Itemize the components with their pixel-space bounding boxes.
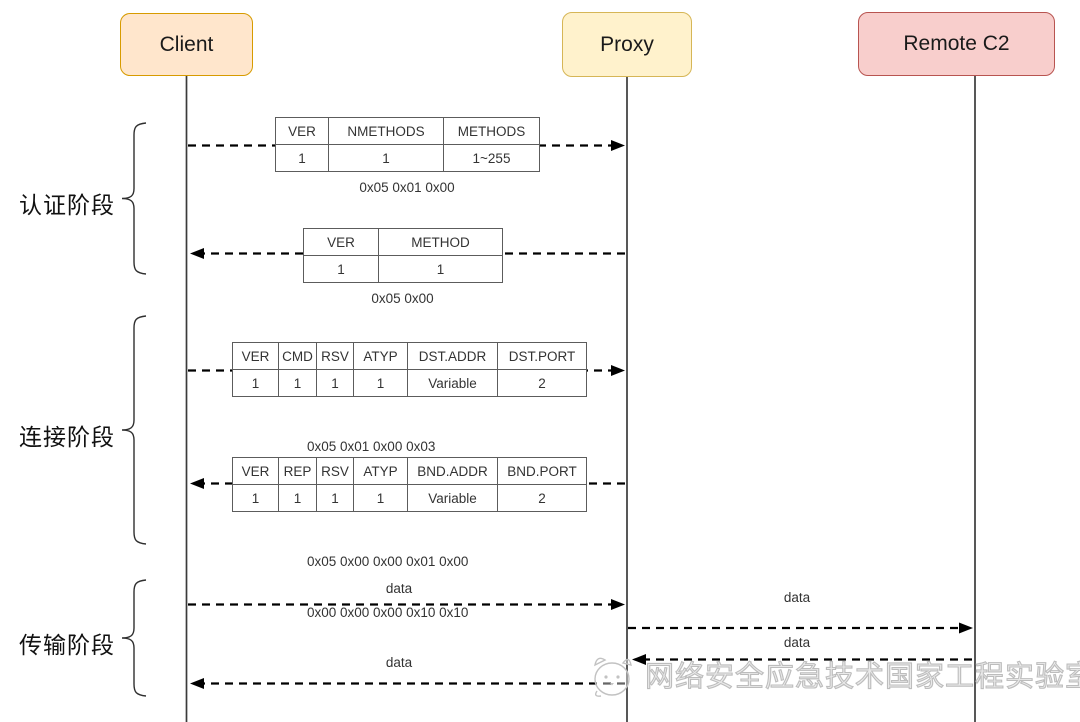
table-row: 1 1 1~255 — [275, 144, 540, 172]
field-size: 1 — [278, 369, 317, 397]
data-label-remote-to-proxy: data — [783, 635, 811, 650]
watermark-text: 网络安全应急技术国家工程实验室 — [644, 660, 1080, 693]
field-header: RSV — [316, 457, 354, 485]
auth-request-hex: 0x05 0x01 0x00 — [359, 180, 455, 195]
field-size: 1 — [275, 144, 329, 172]
field-size: 1 — [316, 484, 354, 512]
field-size: 1 — [378, 255, 503, 283]
table-row: 1 1 1 1 Variable 2 — [232, 484, 587, 512]
actor-remote-c2: Remote C2 — [858, 12, 1055, 76]
connect-reply-hex: 0x05 0x00 0x00 0x01 0x00 0x00 0x00 0x00 … — [307, 519, 468, 655]
phase-label-auth: 认证阶段 — [19, 192, 115, 218]
field-header: VER — [303, 228, 379, 256]
field-size: 1 — [303, 255, 379, 283]
data-label-client-to-proxy: data — [385, 581, 413, 596]
phase-label-transfer: 传输阶段 — [19, 632, 115, 658]
field-header: VER — [275, 117, 329, 145]
connect-reply-table: VER REP RSV ATYP BND.ADDR BND.PORT 1 1 1… — [232, 457, 587, 512]
field-size: Variable — [407, 369, 498, 397]
field-header: ATYP — [353, 342, 408, 370]
watermark-cat-logo-icon — [594, 657, 632, 697]
data-proxy-to-client-arrow — [190, 678, 625, 689]
field-header: VER — [232, 457, 279, 485]
actor-proxy: Proxy — [562, 12, 692, 77]
field-header: ATYP — [353, 457, 408, 485]
field-size: 1 — [353, 484, 408, 512]
data-label-proxy-to-client: data — [385, 655, 413, 670]
field-header: BND.ADDR — [407, 457, 498, 485]
actor-remote-c2-label: Remote C2 — [903, 32, 1010, 55]
field-size: 1 — [278, 484, 317, 512]
field-header: CMD — [278, 342, 317, 370]
watermark: 网络安全应急技术国家工程实验室 — [585, 652, 1080, 702]
field-size: 2 — [497, 369, 587, 397]
table-row: VER METHOD — [303, 228, 503, 256]
field-size: 1 — [232, 484, 279, 512]
field-size: 1 — [353, 369, 408, 397]
actor-proxy-label: Proxy — [600, 32, 654, 56]
field-header: RSV — [316, 342, 354, 370]
auth-request-table: VER NMETHODS METHODS 1 1 1~255 — [275, 117, 540, 172]
field-size: 1 — [232, 369, 279, 397]
hex-line: 0x05 0x00 0x00 0x01 0x00 — [307, 554, 469, 569]
phase-label-connect: 连接阶段 — [19, 424, 115, 450]
table-row: VER REP RSV ATYP BND.ADDR BND.PORT — [232, 457, 587, 485]
field-size: 2 — [497, 484, 587, 512]
actor-client: Client — [120, 13, 253, 76]
auth-reply-hex: 0x05 0x00 — [371, 291, 434, 306]
field-header: METHOD — [378, 228, 503, 256]
field-header: BND.PORT — [497, 457, 587, 485]
hex-line: 0x00 0x00 0x00 0x10 0x10 — [307, 605, 469, 620]
data-proxy-to-remote-arrow — [628, 622, 973, 634]
table-row: VER NMETHODS METHODS — [275, 117, 540, 145]
field-size: 1~255 — [443, 144, 540, 172]
hex-line: 0x05 0x01 0x00 0x03 — [307, 439, 436, 454]
field-header: VER — [232, 342, 279, 370]
auth-reply-table: VER METHOD 1 1 — [303, 228, 503, 283]
field-size: Variable — [407, 484, 498, 512]
field-header: REP — [278, 457, 317, 485]
field-header: DST.ADDR — [407, 342, 498, 370]
data-label-proxy-to-remote: data — [783, 590, 811, 605]
field-size: 1 — [316, 369, 354, 397]
table-row: 1 1 1 1 Variable 2 — [232, 369, 587, 397]
table-row: 1 1 — [303, 255, 503, 283]
field-size: 1 — [328, 144, 444, 172]
field-header: METHODS — [443, 117, 540, 145]
connect-request-table: VER CMD RSV ATYP DST.ADDR DST.PORT 1 1 1… — [232, 342, 587, 397]
field-header: NMETHODS — [328, 117, 444, 145]
field-header: DST.PORT — [497, 342, 587, 370]
actor-client-label: Client — [159, 32, 214, 56]
table-row: VER CMD RSV ATYP DST.ADDR DST.PORT — [232, 342, 587, 370]
